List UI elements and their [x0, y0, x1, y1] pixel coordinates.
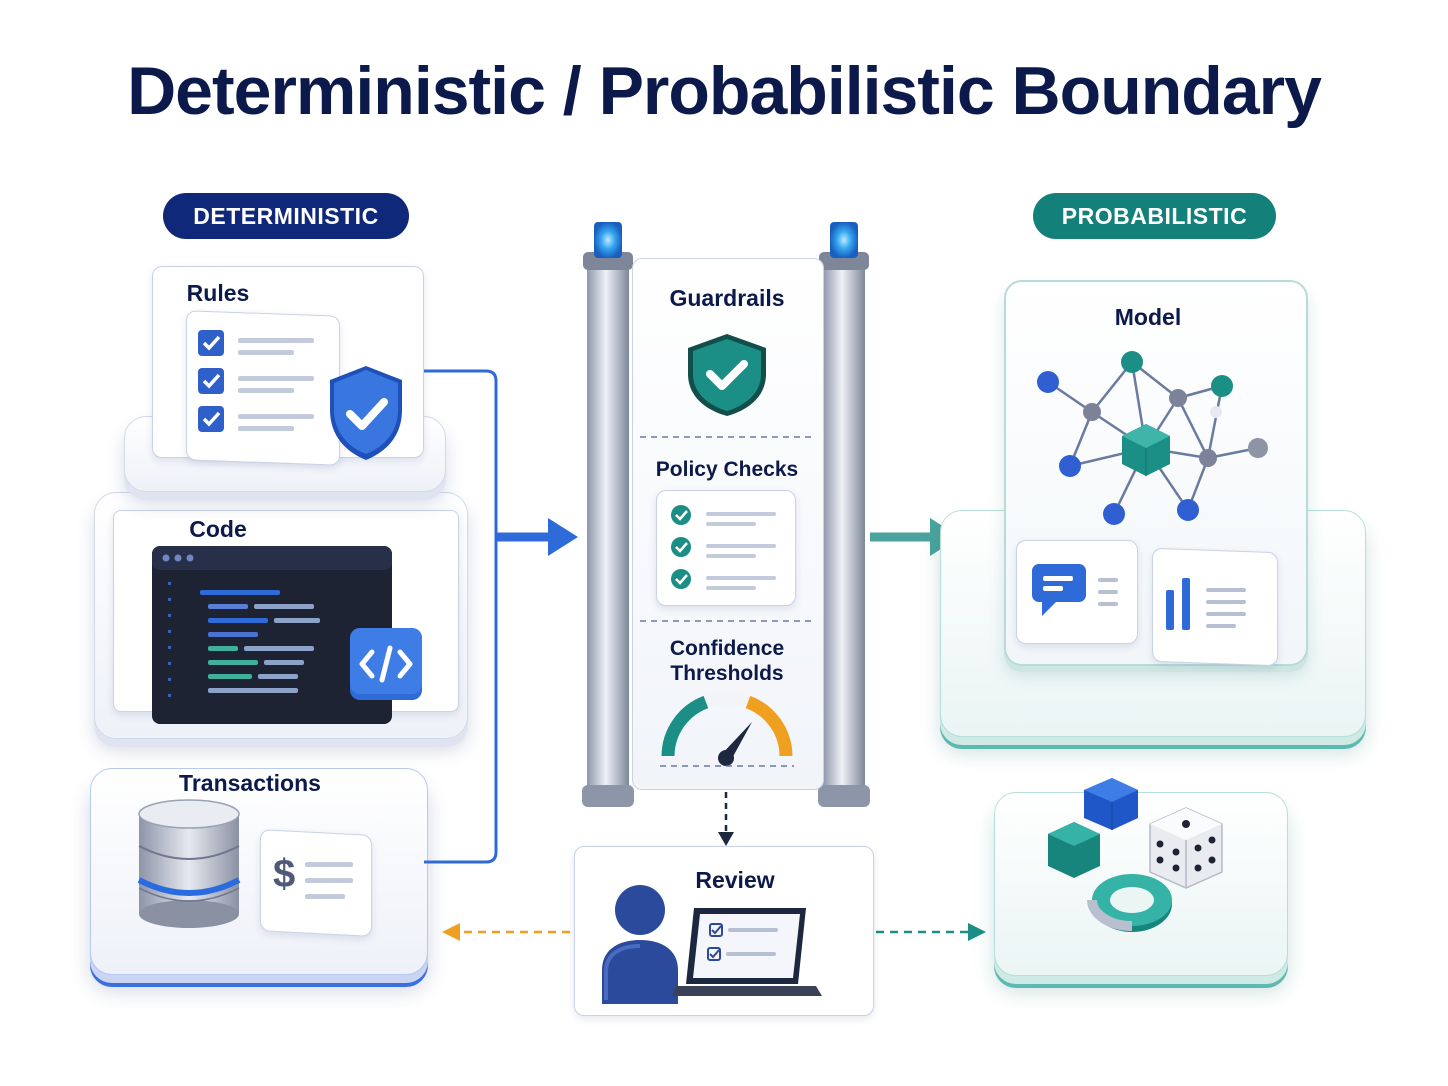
chat-bubble-icon: [1032, 564, 1118, 616]
thresholds-line: Thresholds: [670, 662, 784, 685]
review-label: Review: [695, 867, 775, 893]
page-title: Deterministic / Probabilistic Boundary: [127, 53, 1322, 129]
database-icon: [137, 799, 241, 928]
gate-divider-1: [640, 436, 816, 438]
neural-network-icon: [1037, 351, 1268, 525]
policy-checks-label: Policy Checks: [655, 458, 799, 481]
confidence-thresholds-label: Confidence Thresholds: [632, 636, 822, 686]
gauge-icon: [660, 691, 794, 767]
probabilistic-section-label: PROBABILISTIC: [1033, 193, 1276, 239]
rules-checklist: [198, 330, 314, 432]
dollar-icon: $: [273, 852, 296, 896]
gate-divider-2: [640, 620, 816, 622]
deterministic-section-label: DETERMINISTIC: [163, 193, 409, 239]
laptop-icon: [672, 908, 822, 996]
shield-check-icon: [330, 366, 402, 460]
receipt-lines: [305, 862, 353, 899]
policy-checklist: [671, 505, 776, 590]
guardrails-shield-icon: [688, 334, 766, 416]
model-label: Model: [1114, 304, 1182, 330]
confidence-line: Confidence: [669, 637, 785, 660]
transactions-label: Transactions: [179, 770, 321, 796]
random-shapes-icon: [1048, 778, 1223, 932]
rules-label: Rules: [186, 280, 250, 306]
code-brackets-icon: [350, 628, 422, 700]
code-editor-window: [152, 546, 392, 724]
reviewer-person-icon: [602, 885, 678, 1004]
guardrails-label: Guardrails: [669, 285, 785, 311]
code-label: Code: [189, 516, 247, 542]
bar-chart-icon: [1166, 578, 1246, 630]
